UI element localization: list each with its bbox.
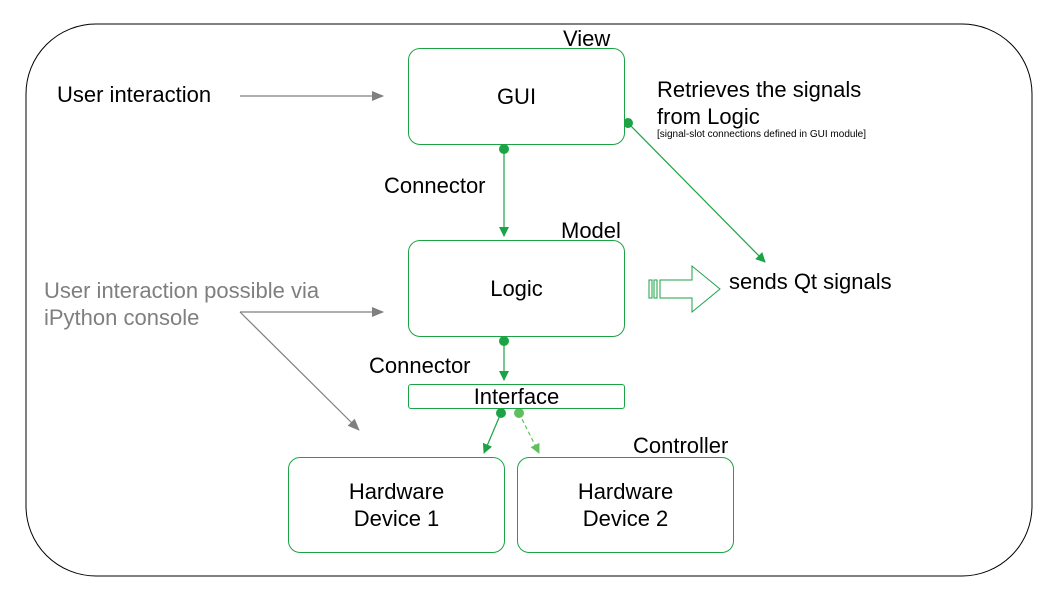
interface-hw2-arrow — [518, 412, 540, 454]
hardware-device-2-box: Hardware Device 2 — [517, 457, 734, 553]
hardware-device-1-box: Hardware Device 1 — [288, 457, 505, 553]
controller-label: Controller — [633, 433, 729, 458]
sends-qt-signals-label: sends Qt signals — [729, 269, 892, 294]
ipython-hw1-arrow — [239, 311, 360, 431]
striped-block-arrow — [648, 264, 721, 314]
connector-bottom-label: Connector — [369, 353, 471, 378]
outer-frame — [25, 23, 1033, 577]
retrieves-label-line1: Retrieves the signals — [657, 77, 862, 102]
interface-box-label: Interface — [473, 384, 560, 409]
user-interaction-label: User interaction — [57, 82, 212, 107]
logic-box: Logic — [408, 240, 625, 337]
gui-box: GUI — [408, 48, 625, 145]
logic-box-label: Logic — [490, 276, 543, 301]
model-label: Model — [561, 218, 621, 243]
connector-top-label: Connector — [384, 173, 486, 198]
interface-hw1-dot — [496, 408, 506, 418]
retrieves-label-line2: from Logic — [657, 104, 760, 129]
gui-box-label: GUI — [496, 84, 537, 109]
interface-hw1-arrow — [482, 412, 502, 454]
ipython-label-line2: iPython console — [44, 305, 200, 330]
gui-connector-dot — [499, 144, 509, 154]
gui-signal-dot — [623, 118, 633, 128]
hardware-device-1-label: Hardware Device 1 — [348, 479, 445, 531]
view-label: View — [563, 26, 611, 51]
retrieves-note: [signal-slot connections defined in GUI … — [657, 129, 867, 140]
logic-connector-dot — [499, 336, 509, 346]
ipython-label-line1: User interaction possible via — [44, 278, 320, 303]
hardware-device-2-label: Hardware Device 2 — [577, 479, 674, 531]
interface-hw2-dot — [514, 408, 524, 418]
signals-arrow — [627, 122, 766, 263]
interface-box: Interface — [408, 384, 625, 409]
